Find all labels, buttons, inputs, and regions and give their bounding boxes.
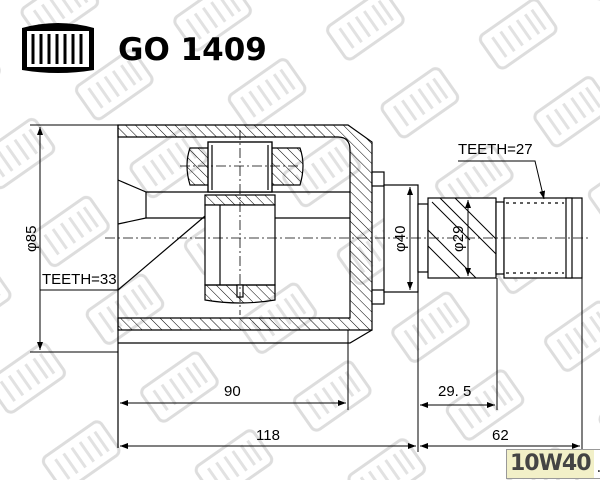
total-length-label: 118 [256, 427, 280, 444]
part-number-title: GO 1409 [118, 32, 267, 68]
shaft-length-label: 62 [492, 427, 509, 444]
outer-teeth-label: TEETH=27 [458, 141, 533, 158]
site-badge-main: 10W40 [507, 450, 594, 478]
site-badge: 10W40 .ru [506, 449, 600, 479]
site-badge-domain: .ru [593, 450, 600, 478]
trialli-logo [22, 23, 94, 73]
housing-length-label: 90 [224, 383, 241, 400]
dimension-lines [30, 124, 583, 452]
spline-length-label: 29. 5 [438, 383, 471, 400]
inner-teeth-label: TEETH=33 [42, 271, 117, 288]
outer-diameter-label: φ85 [23, 226, 40, 252]
neck-diameter-label: φ40 [392, 226, 409, 252]
shaft-diameter-label: φ29 [450, 226, 467, 252]
centerlines [105, 130, 590, 315]
